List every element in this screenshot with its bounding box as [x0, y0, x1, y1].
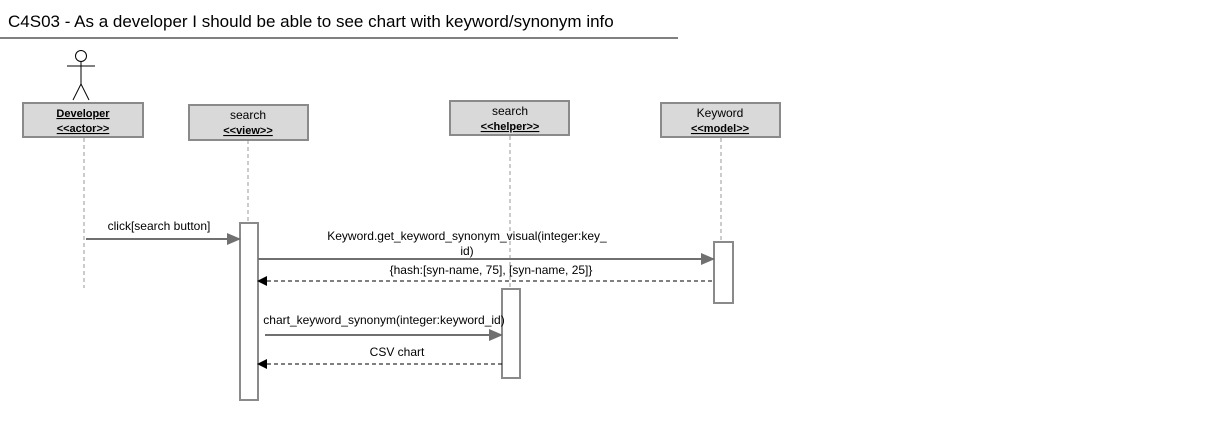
actor-icon — [67, 50, 95, 101]
participant-search-helper-name: search — [492, 104, 528, 118]
participant-search-helper-stereotype: <<helper>> — [481, 121, 540, 133]
message-chart-keyword-synonym-label: chart_keyword_synonym(integer:keyword_id… — [263, 313, 504, 327]
participant-search-view-stereotype: <<view>> — [223, 125, 273, 137]
message-click-search-button-label: click[search button] — [108, 219, 211, 233]
participant-developer[interactable]: Developer <<actor>> — [22, 102, 144, 138]
activation-search-helper — [501, 288, 521, 379]
message-get-keyword-synonym-visual-label-1: Keyword.get_keyword_synonym_visual(integ… — [327, 229, 607, 243]
return-hash-label: {hash:[syn-name, 75], [syn-name, 25]} — [390, 263, 593, 277]
message-get-keyword-synonym-visual-label-2: id) — [460, 244, 473, 258]
participant-search-helper[interactable]: search <<helper>> — [449, 100, 570, 136]
return-csv-chart-label: CSV chart — [370, 345, 425, 359]
activation-search-view — [239, 222, 259, 401]
participant-keyword-model-stereotype: <<model>> — [691, 123, 749, 135]
participant-search-view[interactable]: search <<view>> — [188, 104, 309, 141]
participant-keyword-model[interactable]: Keyword <<model>> — [660, 102, 781, 138]
participant-keyword-model-name: Keyword — [697, 106, 744, 120]
participant-developer-name: Developer — [56, 108, 110, 120]
participant-developer-stereotype: <<actor>> — [57, 123, 110, 135]
activation-keyword-model — [713, 241, 734, 304]
participant-search-view-name: search — [230, 108, 266, 122]
diagram-title: C4S03 - As a developer I should be able … — [8, 12, 614, 31]
